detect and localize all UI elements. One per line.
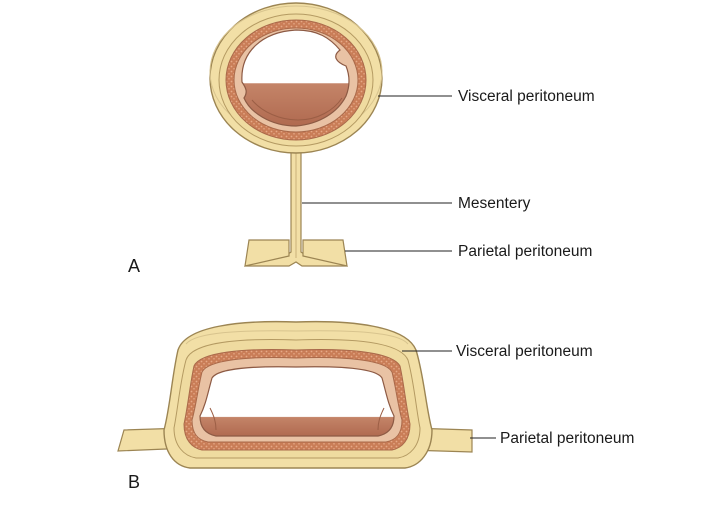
lumen-a	[241, 29, 350, 127]
lumen-b	[199, 366, 395, 437]
parietal-flap-left-a	[244, 239, 290, 267]
panel-a-intestine	[209, 2, 383, 267]
label-a-mesentery: Mesentery	[458, 195, 531, 212]
panel-letter-a: A	[128, 256, 141, 276]
panel-b-intestine	[117, 320, 473, 469]
label-a-parietal-peritoneum: Parietal peritoneum	[458, 243, 593, 260]
panel-letter-b: B	[128, 472, 141, 492]
label-b-visceral-peritoneum: Visceral peritoneum	[456, 343, 593, 360]
label-b-parietal-peritoneum: Parietal peritoneum	[500, 430, 635, 447]
parietal-flap-right-a	[302, 239, 348, 267]
label-a-visceral-peritoneum: Visceral peritoneum	[458, 88, 595, 105]
